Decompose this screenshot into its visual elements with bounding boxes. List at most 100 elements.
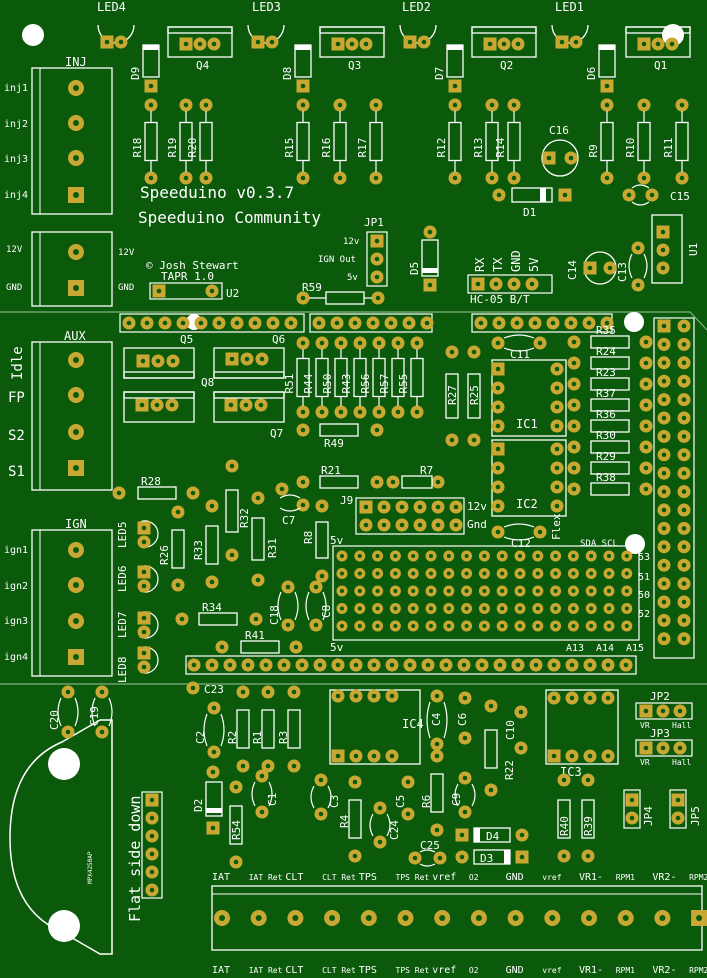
pin52-label: 52 xyxy=(638,609,650,620)
pad xyxy=(567,461,581,475)
pad xyxy=(491,461,505,475)
pad xyxy=(639,419,653,433)
pad xyxy=(296,171,310,185)
pad xyxy=(331,689,345,703)
square-pad xyxy=(359,500,373,514)
pad xyxy=(367,749,381,763)
pad xyxy=(313,658,327,672)
pad xyxy=(550,461,564,475)
c8-label: C8 xyxy=(320,605,333,618)
r26-label: R26 xyxy=(158,545,171,565)
pad xyxy=(657,393,671,407)
jp1-label: JP1 xyxy=(364,216,384,229)
pad xyxy=(140,316,154,330)
ign-title: IGN xyxy=(65,517,87,531)
pwr-12v-label-right: 12V xyxy=(118,248,135,258)
square-pad xyxy=(491,362,505,376)
resistor-body xyxy=(590,440,630,454)
r33-label: R33 xyxy=(192,540,205,560)
io-label-bottom: RPM2 xyxy=(689,966,707,975)
jp3-hall-label: Hall xyxy=(672,758,691,767)
jp1-ignout-label: IGN Out xyxy=(318,255,356,265)
ic4-label: IC4 xyxy=(402,717,424,731)
pad xyxy=(564,316,578,330)
pad xyxy=(601,691,615,705)
ign4-label: ign4 xyxy=(4,652,28,663)
c12-label: C12 xyxy=(511,537,531,550)
io-label-bottom: O2 xyxy=(469,966,479,975)
io-terminal xyxy=(397,910,414,926)
pad xyxy=(677,503,691,517)
io-terminal xyxy=(360,910,377,926)
led7-label: LED7 xyxy=(116,612,129,639)
pad xyxy=(550,499,564,513)
pad xyxy=(491,381,505,395)
pad xyxy=(395,518,409,532)
ign2-label: ign2 xyxy=(4,581,28,592)
c24-label: C24 xyxy=(388,820,401,840)
pad xyxy=(550,419,564,433)
pad xyxy=(565,691,579,705)
pad xyxy=(565,749,579,763)
pad xyxy=(565,658,579,672)
led5-label: LED5 xyxy=(116,522,129,549)
resistor-label: R57 xyxy=(378,374,391,394)
pad xyxy=(402,316,416,330)
pwr-gnd-label-right: GND xyxy=(118,283,134,293)
io-terminal xyxy=(287,910,304,926)
io-terminal xyxy=(507,910,524,926)
io-label-top: GND xyxy=(506,872,524,883)
pad xyxy=(372,405,386,419)
io-label-bottom: IAT xyxy=(212,965,230,976)
a15-label: A15 xyxy=(626,643,644,654)
pad xyxy=(677,577,691,591)
r25-label: R25 xyxy=(468,385,481,405)
io-label-bottom: VR2- xyxy=(652,965,676,976)
io-label-bottom: vref xyxy=(432,965,456,976)
resistor-label: R37 xyxy=(596,387,616,400)
resistor-label: R29 xyxy=(596,450,616,463)
pad xyxy=(448,98,462,112)
pad xyxy=(567,377,581,391)
pad xyxy=(675,98,689,112)
resistor-body xyxy=(590,377,630,391)
jp1-5v-label: 5v xyxy=(347,273,358,283)
d2-label: D2 xyxy=(192,799,205,812)
io-terminal xyxy=(470,910,487,926)
inj4-label: inj4 xyxy=(4,190,28,201)
r2-label: R2 xyxy=(226,731,239,744)
pad xyxy=(510,316,524,330)
pad xyxy=(385,689,399,703)
pad xyxy=(369,98,383,112)
c25-label: C25 xyxy=(420,839,440,852)
pad xyxy=(277,658,291,672)
pad xyxy=(639,482,653,496)
square-pad xyxy=(331,749,345,763)
resistor-label: R51 xyxy=(283,374,296,394)
pad xyxy=(677,521,691,535)
pad xyxy=(431,518,445,532)
pad xyxy=(158,316,172,330)
resistor-label: R14 xyxy=(494,137,507,157)
pad xyxy=(677,466,691,480)
pad xyxy=(485,171,499,185)
pad xyxy=(366,316,380,330)
pad xyxy=(582,316,596,330)
pad xyxy=(637,98,651,112)
r39-label: R39 xyxy=(582,816,595,836)
d3-label: D3 xyxy=(480,852,493,865)
pad xyxy=(334,336,348,350)
pad xyxy=(421,658,435,672)
pad xyxy=(550,480,564,494)
resistor-label: R38 xyxy=(596,471,616,484)
square-pad xyxy=(547,749,561,763)
q7-label: Q7 xyxy=(270,427,283,440)
pad xyxy=(677,558,691,572)
io-terminal xyxy=(581,910,597,926)
pin50-label: 50 xyxy=(638,590,650,601)
pwr-12v-label: 12V xyxy=(6,245,23,255)
resistor-body xyxy=(590,482,630,496)
pad xyxy=(567,419,581,433)
led2-label: LED2 xyxy=(402,0,431,14)
pad xyxy=(410,336,424,350)
